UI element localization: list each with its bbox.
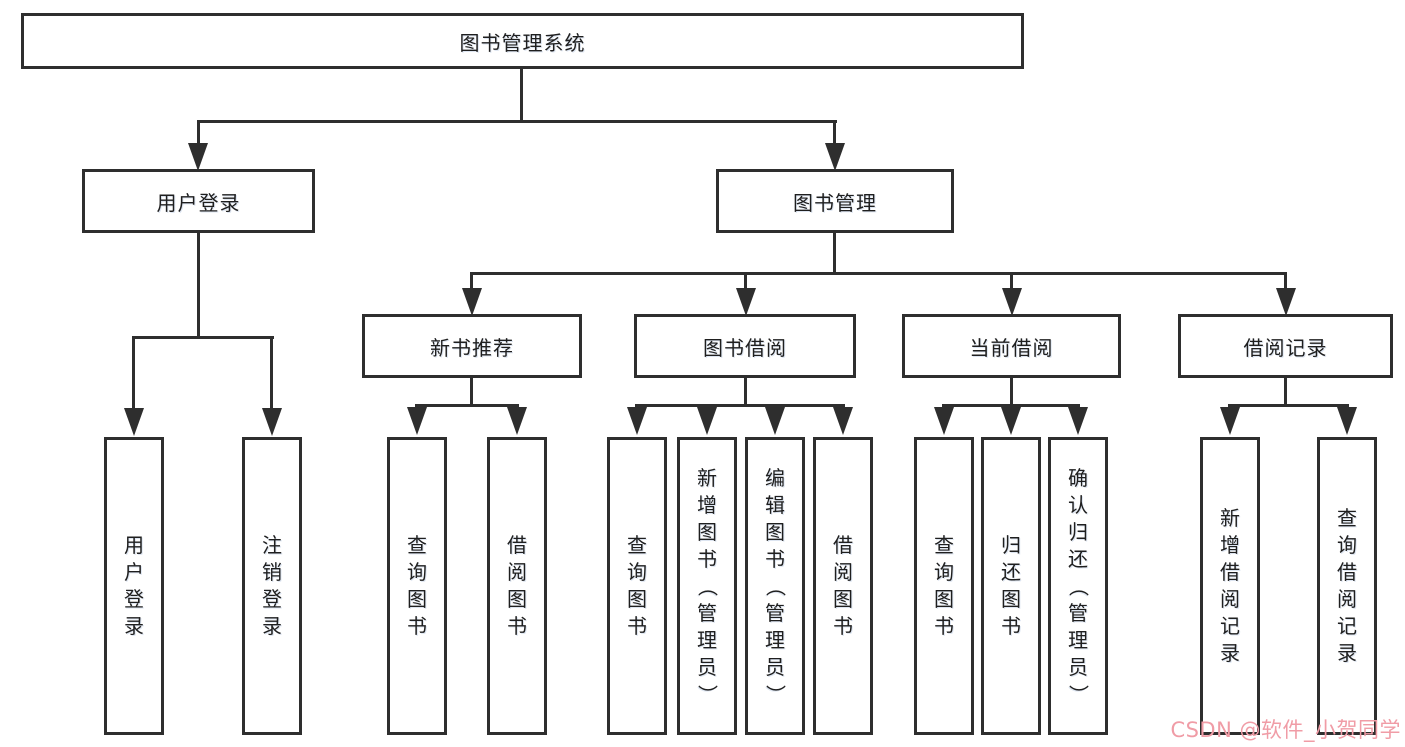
arrowhead-cb-confirm-icon — [1068, 407, 1088, 435]
connector-to-user-login — [197, 120, 200, 143]
connector-book-mgmt-stem — [833, 233, 836, 272]
leaf-logout: 注销登录 — [242, 437, 302, 735]
leaf-bb-edit-books-admin: 编辑图书（管理员） — [745, 437, 805, 735]
connector-user-login-split — [132, 336, 274, 339]
connector-book-borrow-split — [635, 404, 845, 407]
leaf-br-add-record: 新增借阅记录 — [1200, 437, 1260, 735]
node-new-book-recommend-label: 新书推荐 — [430, 335, 514, 360]
leaf-br-query-record: 查询借阅记录 — [1317, 437, 1377, 735]
node-library-system-label: 图书管理系统 — [459, 30, 586, 55]
arrowhead-br-add-icon — [1220, 407, 1240, 435]
connector-book-borrow-stem — [744, 378, 747, 404]
arrowhead-br-query-icon — [1337, 407, 1357, 435]
node-book-management-label: 图书管理 — [793, 190, 877, 215]
leaf-bb-borrow-books: 借阅图书 — [813, 437, 873, 735]
arrowhead-book-mgmt-icon — [825, 143, 845, 171]
arrowhead-bb-borrow-icon — [833, 407, 853, 435]
node-current-borrow-label: 当前借阅 — [969, 335, 1054, 360]
leaf-nb-borrow-books: 借阅图书 — [487, 437, 547, 735]
connector-current-borrow-stem — [1010, 378, 1013, 404]
node-current-borrow: 当前借阅 — [902, 314, 1121, 378]
arrowhead-bb-add-icon — [697, 407, 717, 435]
connector-current-borrow-split — [942, 404, 1080, 407]
node-new-book-recommend: 新书推荐 — [362, 314, 582, 378]
leaf-nb-query-books: 查询图书 — [387, 437, 447, 735]
arrowhead-nb-borrow-icon — [507, 407, 527, 435]
arrowhead-cb-query-icon — [934, 407, 954, 435]
arrowhead-bb-edit-icon — [765, 407, 785, 435]
arrowhead-cb-return-icon — [1001, 407, 1021, 435]
connector-to-current-borrow — [1010, 272, 1013, 288]
connector-borrow-record-split — [1228, 404, 1349, 407]
node-user-login: 用户登录 — [82, 169, 315, 233]
leaf-user-login: 用户登录 — [104, 437, 164, 735]
connector-new-book-stem — [470, 378, 473, 404]
connector-to-leaf-login — [132, 336, 135, 408]
connector-root-stem — [520, 69, 523, 120]
arrowhead-current-borrow-icon — [1002, 288, 1022, 316]
connector-root-split — [197, 120, 837, 123]
node-borrow-records: 借阅记录 — [1178, 314, 1393, 378]
connector-user-login-stem — [197, 233, 200, 336]
csdn-watermark: CSDN @软件_小贺同学 — [1170, 718, 1401, 742]
node-book-borrow: 图书借阅 — [634, 314, 856, 378]
arrowhead-leaf-logout-icon — [262, 408, 282, 436]
arrowhead-borrow-record-icon — [1276, 288, 1296, 316]
node-borrow-records-label: 借阅记录 — [1243, 335, 1328, 360]
arrowhead-nb-query-icon — [407, 407, 427, 435]
connector-to-new-book — [470, 272, 473, 288]
leaf-cb-confirm-return-admin: 确认归还（管理员） — [1048, 437, 1108, 735]
leaf-bb-query-books: 查询图书 — [607, 437, 667, 735]
arrowhead-bb-query-icon — [627, 407, 647, 435]
connector-to-leaf-logout — [270, 336, 273, 408]
node-book-management: 图书管理 — [716, 169, 954, 233]
arrowhead-leaf-login-icon — [124, 408, 144, 436]
connector-to-book-borrow — [744, 272, 747, 288]
connector-borrow-record-stem — [1284, 378, 1287, 404]
arrowhead-book-borrow-icon — [736, 288, 756, 316]
connector-book-mgmt-split — [470, 272, 1287, 275]
leaf-cb-return-books: 归还图书 — [981, 437, 1041, 735]
arrowhead-user-login-icon — [188, 143, 208, 171]
node-user-login-label: 用户登录 — [156, 190, 241, 215]
arrowhead-new-book-icon — [462, 288, 482, 316]
node-book-borrow-label: 图书借阅 — [703, 335, 787, 360]
leaf-cb-query-books: 查询图书 — [914, 437, 974, 735]
leaf-bb-add-books-admin: 新增图书（管理员） — [677, 437, 737, 735]
connector-to-book-mgmt — [833, 120, 836, 143]
connector-to-borrow-record — [1284, 272, 1287, 288]
node-library-system: 图书管理系统 — [21, 13, 1024, 69]
connector-new-book-split — [415, 404, 519, 407]
